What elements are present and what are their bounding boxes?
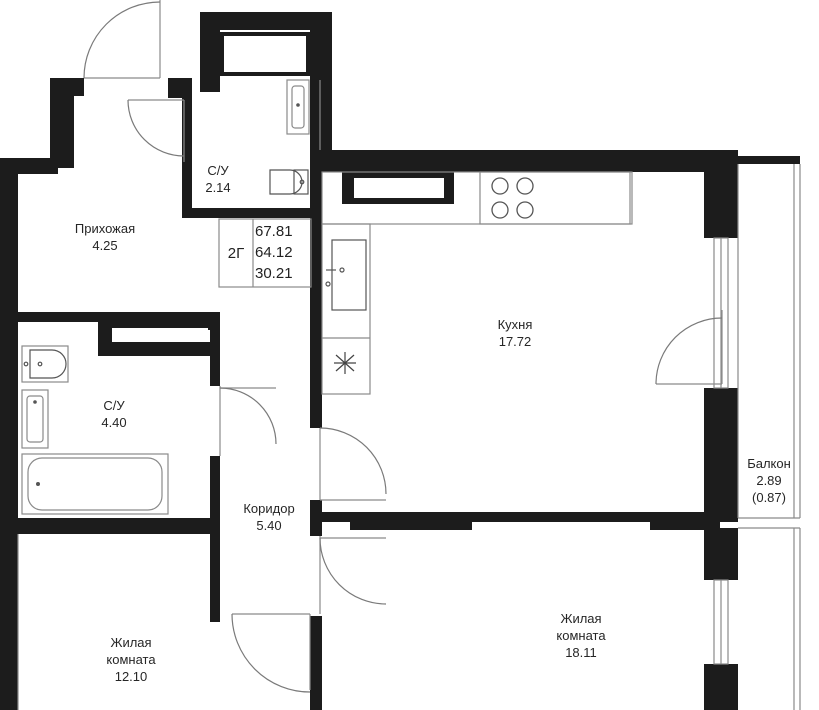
room-name: Балкон bbox=[747, 456, 791, 471]
room-area: 2.89 bbox=[756, 473, 782, 488]
room-area-extra: (0.87) bbox=[752, 490, 786, 505]
room-name: Жилая bbox=[560, 611, 602, 626]
room-area: 17.72 bbox=[498, 334, 532, 349]
toilet-icon bbox=[269, 169, 309, 195]
room-label-bath-large: С/У 4.40 bbox=[86, 397, 142, 431]
door-swing-icon bbox=[127, 99, 185, 157]
room-label-living-small: Жилая комната 12.10 bbox=[86, 634, 176, 685]
door-swing-icon bbox=[319, 427, 387, 495]
apartment-area-table: 2Г 67.81 64.12 30.21 bbox=[219, 219, 311, 287]
living-area: 30.21 bbox=[255, 265, 293, 282]
room-name: комната bbox=[106, 652, 156, 667]
door-swing-icon bbox=[655, 317, 723, 385]
room-name: Прихожая bbox=[74, 221, 136, 236]
room-area: 2.14 bbox=[205, 180, 231, 195]
sink-icon bbox=[33, 400, 37, 404]
total-area: 67.81 bbox=[255, 223, 293, 240]
room-area: 12.10 bbox=[114, 669, 148, 684]
room-area: 4.25 bbox=[92, 238, 118, 253]
shaft-inner bbox=[224, 36, 306, 72]
room-name: С/У bbox=[207, 163, 229, 178]
thin-lines bbox=[17, 0, 801, 710]
door-swing-icon bbox=[83, 1, 161, 79]
sink-icon bbox=[325, 239, 367, 311]
room-label-kitchen: Кухня 17.72 bbox=[475, 316, 555, 350]
room-label-hallway: Прихожая 4.25 bbox=[60, 220, 150, 254]
room-label-balcony: Балкон 2.89 (0.87) bbox=[738, 455, 800, 506]
cooktop-icon bbox=[491, 177, 534, 219]
door-swing-icon bbox=[319, 537, 387, 605]
toilet-icon bbox=[23, 349, 67, 379]
bathtub-icon bbox=[36, 482, 40, 486]
room-name: Жилая bbox=[110, 635, 152, 650]
fan-icon bbox=[334, 352, 356, 374]
door-swing-icon bbox=[219, 387, 277, 445]
room-name: С/У bbox=[103, 398, 125, 413]
door-swings bbox=[83, 1, 723, 693]
door-swing-icon bbox=[231, 613, 311, 693]
niche-fills bbox=[112, 30, 444, 342]
room-label-living-large: Жилая комната 18.11 bbox=[536, 610, 626, 661]
living-total-area: 64.12 bbox=[255, 244, 293, 261]
room-name: комната bbox=[556, 628, 606, 643]
room-label-corridor: Коридор 5.40 bbox=[226, 500, 312, 534]
room-label-bath-small: С/У 2.14 bbox=[190, 162, 246, 196]
sink-icon bbox=[296, 103, 300, 107]
room-name: Кухня bbox=[497, 317, 533, 332]
room-area: 5.40 bbox=[256, 518, 282, 533]
room-area: 18.11 bbox=[565, 645, 597, 660]
walls bbox=[0, 12, 800, 710]
apartment-areas: 67.81 64.12 30.21 bbox=[255, 221, 293, 284]
room-name: Коридор bbox=[243, 501, 295, 516]
apartment-type-code: 2Г bbox=[227, 244, 245, 262]
room-area: 4.40 bbox=[101, 415, 127, 430]
